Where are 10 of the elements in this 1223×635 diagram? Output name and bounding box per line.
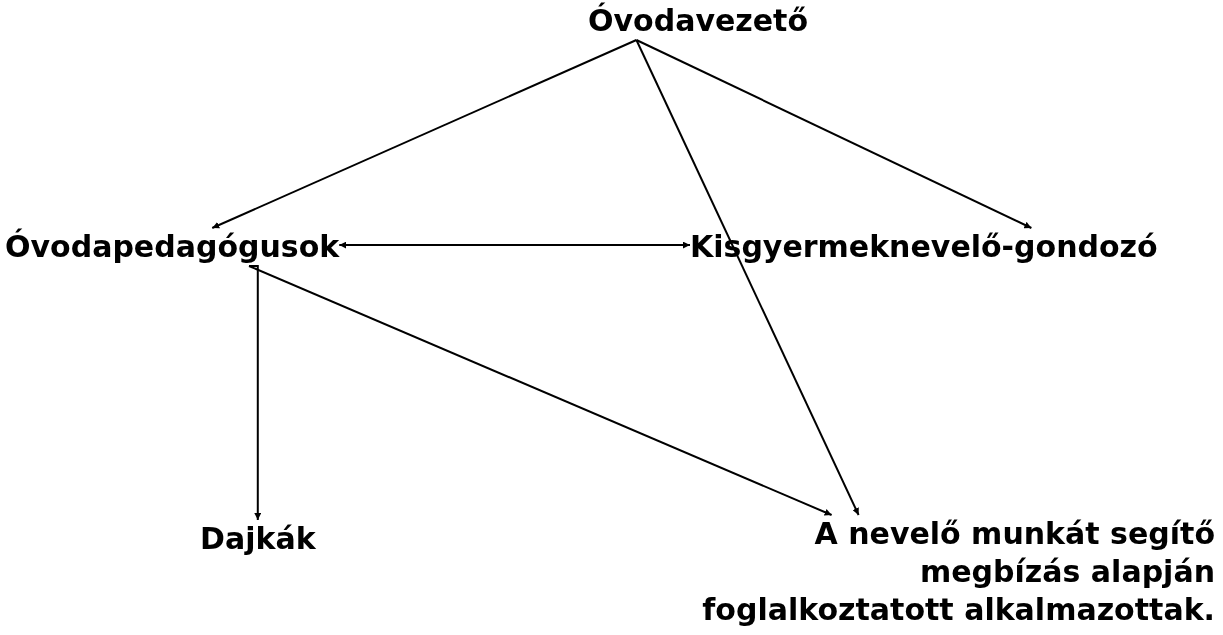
arrow <box>248 265 262 521</box>
org-role-label: Óvodavezető <box>588 2 809 40</box>
arrow <box>248 265 833 516</box>
org-role-label: Dajkák <box>200 520 316 558</box>
arrow <box>635 39 860 516</box>
arrow <box>211 39 638 229</box>
arrow <box>338 241 691 249</box>
org-role-label: Óvodapedagógusok <box>5 228 340 266</box>
org-role-label: A nevelő munkát segítő megbízás alapján foglalkoztatott alkalmazottak. <box>701 515 1215 629</box>
arrow <box>635 39 1033 229</box>
